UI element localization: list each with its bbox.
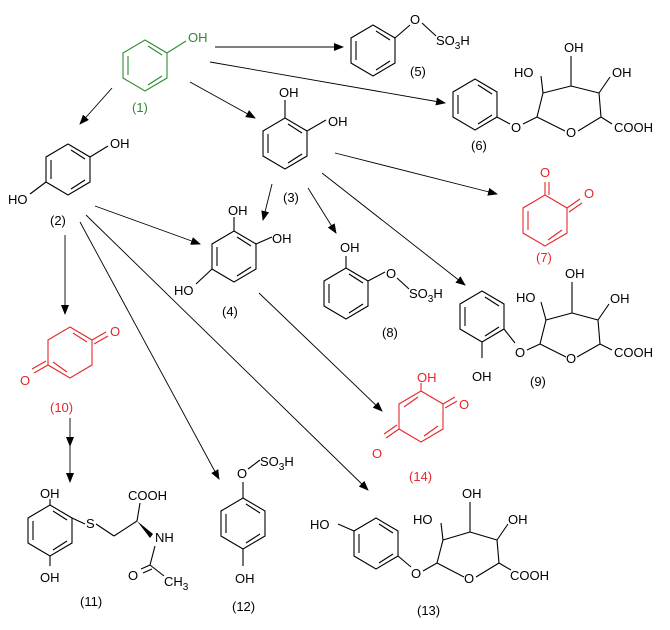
compound-3-catechol: OH OH (3) — [262, 85, 348, 205]
compound-10-para-benzoquinone: O O (10) — [20, 324, 120, 415]
atom-label: O — [386, 266, 396, 281]
atom-label: OH — [328, 114, 348, 129]
atom-label: O — [372, 446, 382, 461]
atom-label: HO — [310, 517, 330, 532]
atom-label: HO — [174, 283, 194, 298]
atom-label: O — [411, 566, 421, 581]
compound-13-hydroquinone-glucuronide: HO O O HO OH OH COOH (13) — [310, 486, 549, 618]
atom-label: O — [110, 324, 120, 339]
atom-label: OH — [40, 570, 60, 585]
ring-oxygen: O — [464, 571, 474, 586]
arrow-2-to-12 — [79, 221, 220, 480]
arrow-4-to-14 — [258, 292, 383, 412]
compound-number: (3) — [283, 190, 299, 205]
methyl-label: CH3 — [164, 574, 189, 593]
atom-label: HO — [413, 512, 433, 527]
atom-label: HO — [514, 65, 534, 80]
atom-label: OH — [472, 369, 492, 384]
atom-label: OH — [565, 266, 585, 281]
atom-label: O — [515, 345, 525, 360]
compound-11-mercapturic-acid: OH OH S COOH NH O CH3 (11) — [27, 486, 189, 609]
compound-7-ortho-benzoquinone: O O (7) — [522, 165, 594, 265]
atom-label: OH — [564, 40, 584, 55]
compound-1-phenol: OH (1) — [122, 30, 208, 115]
atom-label: OH — [610, 291, 630, 306]
atom-label: O — [511, 120, 521, 135]
compound-number: (11) — [80, 594, 102, 609]
compound-14-hydroxy-benzoquinone: OH O O (14) — [372, 370, 469, 484]
arrow-1-to-6 — [209, 61, 446, 106]
sulfate-label: SO3H — [260, 454, 294, 473]
atom-label: O — [584, 186, 594, 201]
atom-label: COOH — [614, 345, 653, 360]
compound-2-hydroquinone: OH HO (2) — [8, 136, 130, 228]
compound-number: (9) — [530, 374, 546, 389]
compound-number: (7) — [536, 250, 552, 265]
ring-oxygen: O — [566, 125, 576, 140]
arrow-3-to-7 — [334, 152, 498, 196]
atom-label: O — [128, 568, 138, 583]
compound-number: (4) — [222, 304, 238, 319]
atom-label: OH — [612, 65, 632, 80]
compound-9-catechol-glucuronide: OH O O HO OH OH COOH (9) — [459, 266, 653, 389]
atom-label: S — [86, 516, 95, 531]
reaction-arrows — [61, 43, 498, 491]
atom-label: OH — [272, 231, 292, 246]
atom-label: OH — [40, 486, 60, 501]
atom-label: OH — [417, 370, 437, 385]
atom-label: COOH — [128, 488, 167, 503]
arrow-1-to-2 — [79, 87, 113, 125]
atom-label: O — [459, 397, 469, 412]
compound-number: (8) — [382, 325, 398, 340]
compound-5-phenyl-sulfate: O SO3H (5) — [350, 12, 470, 79]
compound-12-hydroquinone-sulfate: O SO3H OH (12) — [220, 454, 294, 614]
atom-label: O — [540, 165, 550, 180]
compound-number: (1) — [132, 100, 148, 115]
atom-label: OH — [462, 486, 482, 501]
arrow-2-to-4 — [94, 205, 201, 245]
atom-label: HO — [8, 192, 28, 207]
arrow-3-to-9 — [321, 172, 466, 286]
atom-label: OH — [228, 203, 248, 218]
compound-number: (14) — [409, 469, 432, 484]
compound-number: (6) — [471, 138, 487, 153]
atom-label: NH — [155, 530, 174, 545]
atom-label: OH — [110, 136, 130, 151]
compound-number: (2) — [50, 213, 66, 228]
compound-number: (13) — [417, 603, 440, 618]
sulfate-label: SO3H — [409, 286, 443, 305]
atom-label: O — [20, 373, 30, 388]
atom-label: OH — [279, 85, 299, 100]
atom-label: OH — [188, 30, 208, 45]
compound-4-hydroxyhydroquinone: OH OH HO (4) — [174, 203, 292, 319]
atom-label: OH — [340, 240, 360, 255]
ring-oxygen: O — [566, 351, 576, 366]
compound-number: (5) — [410, 64, 426, 79]
sulfate-label: SO3H — [436, 33, 470, 52]
atom-label: O — [237, 466, 247, 481]
atom-label: COOH — [510, 568, 549, 583]
arrow-3-to-4 — [261, 183, 273, 221]
arrow-2-to-13 — [85, 214, 369, 491]
atom-label: HO — [516, 290, 536, 305]
arrow-3-to-8 — [307, 187, 337, 234]
atom-label: OH — [508, 512, 528, 527]
compound-8-catechol-sulfate: OH O SO3H (8) — [323, 240, 443, 340]
atom-label: OH — [235, 571, 255, 586]
arrow-1-to-3 — [189, 81, 256, 119]
compound-number: (10) — [50, 400, 73, 415]
compound-number: (12) — [232, 599, 255, 614]
atom-label: O — [410, 12, 420, 27]
atom-label: COOH — [614, 120, 653, 135]
compound-6-phenyl-glucuronide: O O HO OH OH COOH (6) — [452, 40, 653, 153]
